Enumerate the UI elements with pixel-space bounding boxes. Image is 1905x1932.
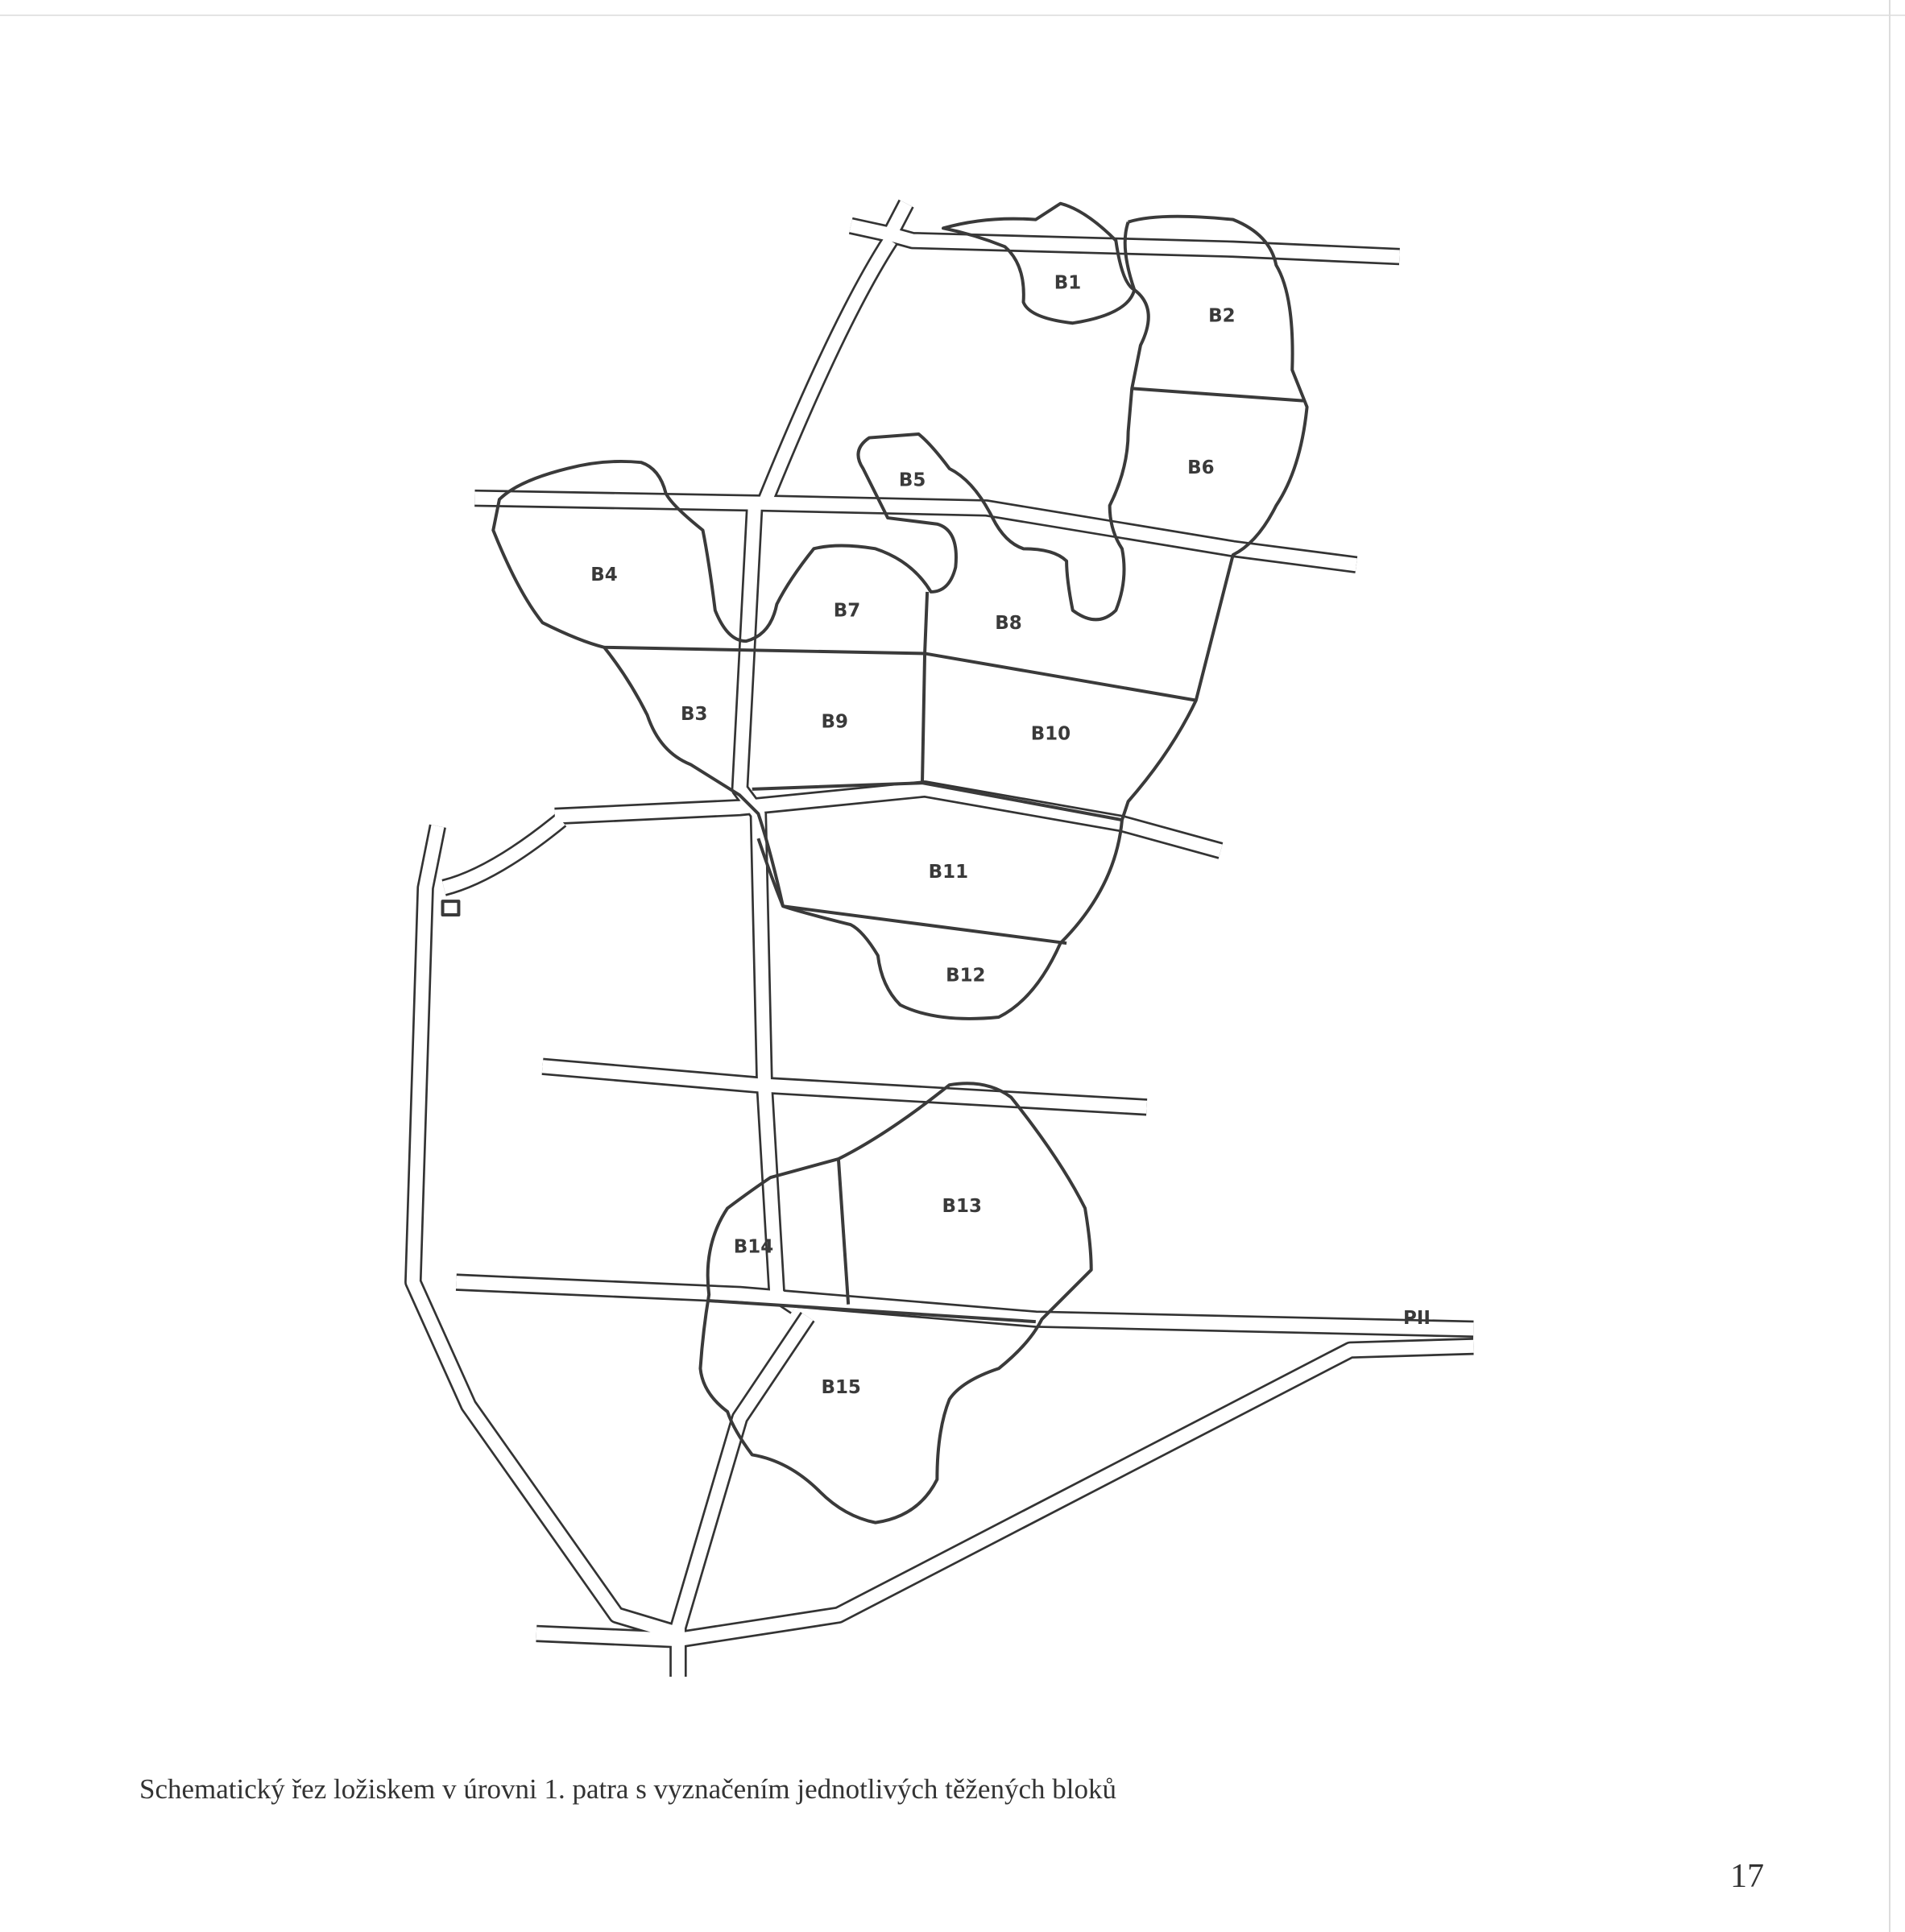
block-outlines xyxy=(441,201,1309,1525)
road-west-link xyxy=(442,814,565,895)
label-b2: B2 xyxy=(1208,306,1235,327)
block-divider-row xyxy=(604,645,1197,702)
road-diagonal-north xyxy=(758,237,896,506)
label-b3: B3 xyxy=(681,704,707,725)
block-divider-b2-b6 xyxy=(1132,387,1304,403)
block-divider-b7-b8 xyxy=(923,591,930,654)
label-b15: B15 xyxy=(821,1377,860,1398)
scan-edge-right xyxy=(1889,0,1891,1932)
label-b13: B13 xyxy=(942,1196,981,1217)
roads xyxy=(404,199,1474,1677)
label-b7: B7 xyxy=(834,601,860,622)
block-east-outline xyxy=(756,214,1309,1020)
label-shaft-pii: PII xyxy=(1403,1308,1431,1329)
label-b1: B1 xyxy=(1054,272,1081,293)
label-b14: B14 xyxy=(734,1236,773,1257)
road-west xyxy=(406,825,681,1640)
label-b5: B5 xyxy=(899,470,926,490)
road-diagonal-south xyxy=(671,1313,814,1677)
road-top xyxy=(849,201,1400,263)
label-b9: B9 xyxy=(821,711,847,732)
figure-caption: Schematický řez ložiskem v úrovni 1. pat… xyxy=(139,1773,1116,1805)
label-b6: B6 xyxy=(1187,457,1214,478)
block-south-outline xyxy=(698,1082,1093,1525)
block-west-outline xyxy=(491,221,1150,907)
block-divider-b11-b12 xyxy=(782,904,1067,945)
label-b12: B12 xyxy=(946,966,985,987)
block-divider-b10-b11 xyxy=(752,781,1123,822)
label-b11: B11 xyxy=(929,862,968,883)
page-number: 17 xyxy=(1730,1858,1764,1895)
scan-edge-top xyxy=(0,14,1905,16)
road-south xyxy=(456,1276,1474,1336)
label-b4: B4 xyxy=(590,565,617,585)
shaft-marker xyxy=(441,900,461,916)
block-b1-outline xyxy=(942,201,1137,325)
label-b10: B10 xyxy=(1031,724,1071,745)
road-middle xyxy=(554,782,1223,858)
road-lower-middle xyxy=(541,1060,1148,1114)
block-labels: B1 B2 B3 B4 B5 B6 B7 B8 B9 B10 B11 B12 B… xyxy=(590,272,1431,1398)
road-bottom xyxy=(536,1339,1474,1647)
road-bottom-outline xyxy=(536,1338,1474,1649)
block-divider-b13-b15 xyxy=(709,1299,1036,1324)
label-b8: B8 xyxy=(995,613,1021,634)
block-divider-b13-b14 xyxy=(836,1158,851,1305)
block-divider-b9-b10 xyxy=(921,653,927,784)
